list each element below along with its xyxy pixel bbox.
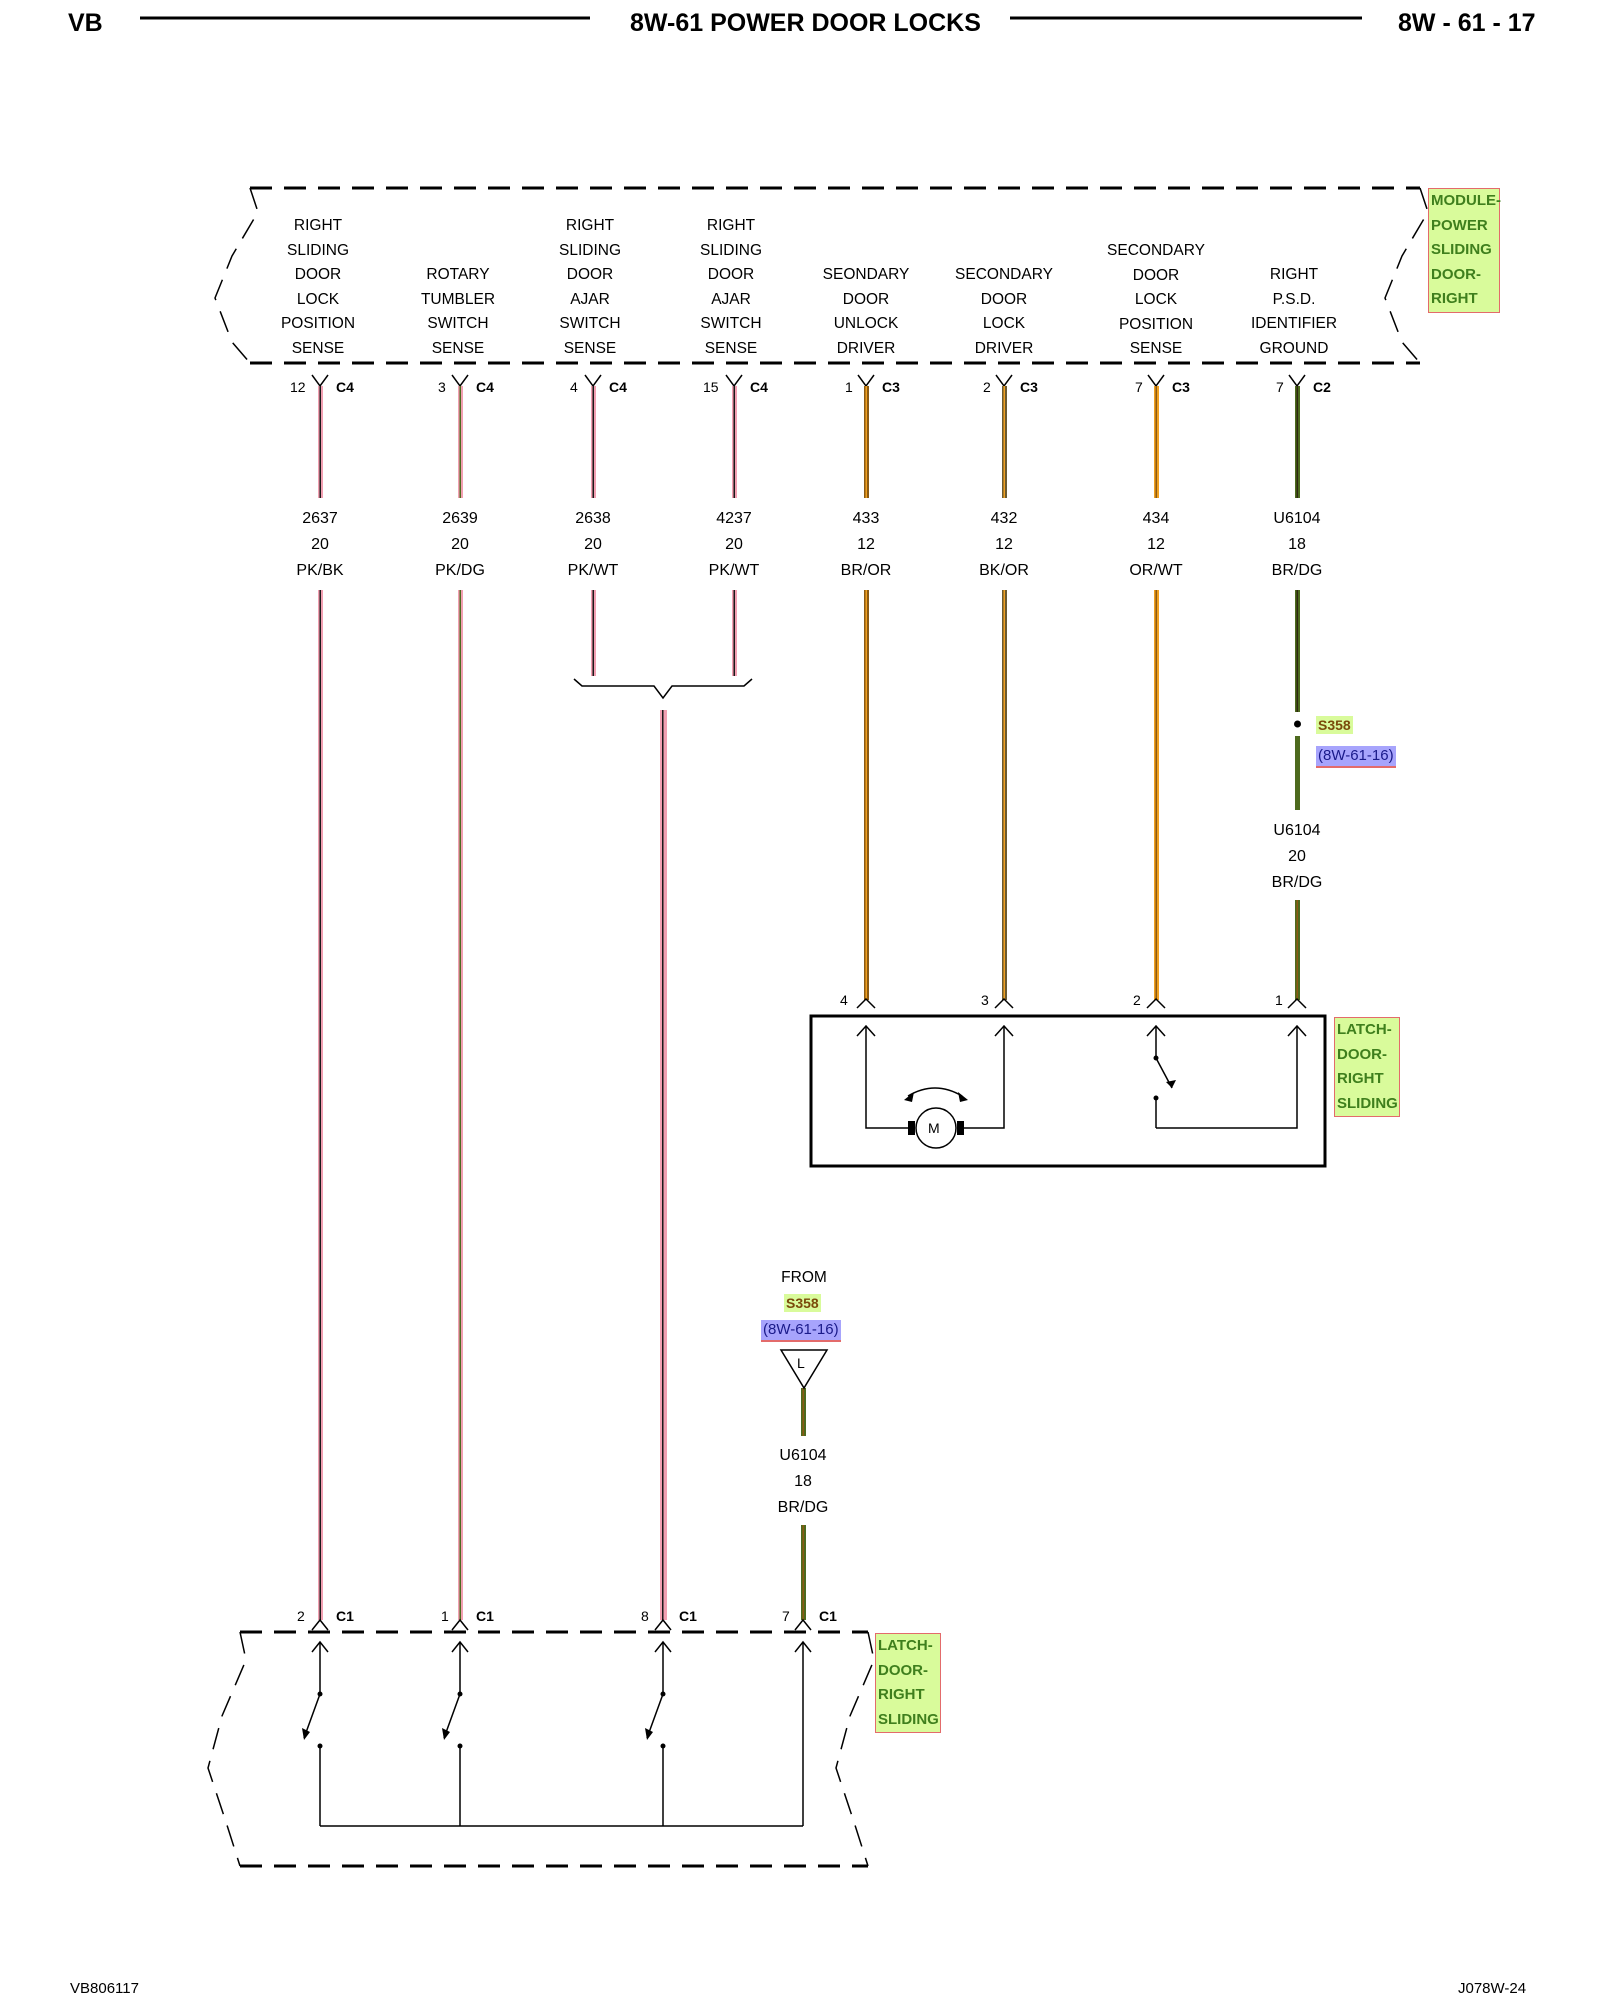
- footer-left: VB806117: [70, 1980, 139, 1997]
- module-pin-number: 4: [570, 379, 578, 395]
- module-connector: C3: [882, 379, 900, 395]
- module-connector: C4: [476, 379, 494, 395]
- page-number: 8W - 61 - 17: [1398, 9, 1536, 37]
- ground-feed-symbol-label: L: [797, 1355, 805, 1371]
- module-connector: C3: [1172, 379, 1190, 395]
- module-connector: C4: [750, 379, 768, 395]
- latch-lower-terminals: [311, 1618, 812, 1631]
- latch-connector: C1: [476, 1608, 494, 1624]
- latch-pin-number: 3: [981, 992, 989, 1008]
- merge-brace: [573, 678, 753, 700]
- module-pin-number: 3: [438, 379, 446, 395]
- latch-upper-terminals: [856, 997, 1307, 1009]
- from-reference-link[interactable]: (8W-61-16): [761, 1320, 841, 1342]
- module-terminals: [311, 374, 1306, 388]
- latch-upper-box: [809, 1014, 1327, 1168]
- latch-connector: C1: [819, 1608, 837, 1624]
- latch-lower-switch-dots: [302, 1691, 666, 1749]
- module-connector: C4: [336, 379, 354, 395]
- module-pin-number: 12: [290, 379, 306, 395]
- ground-feed-symbol: [779, 1349, 829, 1390]
- latch-pin-number: 8: [641, 1608, 649, 1624]
- latch-lower-internal: [303, 1640, 812, 1827]
- latch-pin-number: 1: [1275, 992, 1283, 1008]
- latch-pin-number: 7: [782, 1608, 790, 1624]
- latch-lower-outline: [207, 1630, 875, 1868]
- latch-connector: C1: [679, 1608, 697, 1624]
- latch-connector: C1: [336, 1608, 354, 1624]
- module-pin-number: 7: [1135, 379, 1143, 395]
- page-title: 8W-61 POWER DOOR LOCKS: [630, 9, 981, 37]
- latch-pin-number: 2: [297, 1608, 305, 1624]
- latch-pin-number: 2: [1133, 992, 1141, 1008]
- from-label: FROM: [781, 1269, 827, 1286]
- module-pin-number: 1: [845, 379, 853, 395]
- module-pin-number: 7: [1276, 379, 1284, 395]
- module-name-tag[interactable]: MODULE- POWER SLIDING DOOR- RIGHT: [1428, 188, 1501, 313]
- module-pin-number: 2: [983, 379, 991, 395]
- motor: [904, 1055, 1176, 1149]
- splice-reference-link[interactable]: (8W-61-16): [1316, 746, 1396, 768]
- latch-lower-name-tag[interactable]: LATCH- DOOR- RIGHT SLIDING: [875, 1633, 941, 1733]
- module-connector: C3: [1020, 379, 1038, 395]
- header-left: VB: [68, 9, 103, 37]
- splice-label[interactable]: S358: [1316, 716, 1353, 734]
- module-connector: C4: [609, 379, 627, 395]
- footer-right: J078W-24: [1458, 1980, 1527, 1997]
- latch-pin-number: 1: [441, 1608, 449, 1624]
- module-outline: [214, 186, 1429, 365]
- wire-segments-long: [318, 590, 1300, 1620]
- from-splice-label[interactable]: S358: [784, 1294, 821, 1312]
- wire-segments-top: [318, 386, 1300, 498]
- motor-label: M: [928, 1120, 940, 1136]
- latch-pin-number: 4: [840, 992, 848, 1008]
- module-connector: C2: [1313, 379, 1331, 395]
- module-pin-number: 15: [703, 379, 719, 395]
- splice-dot: [1294, 720, 1301, 728]
- latch-upper-name-tag[interactable]: LATCH- DOOR- RIGHT SLIDING: [1334, 1017, 1400, 1117]
